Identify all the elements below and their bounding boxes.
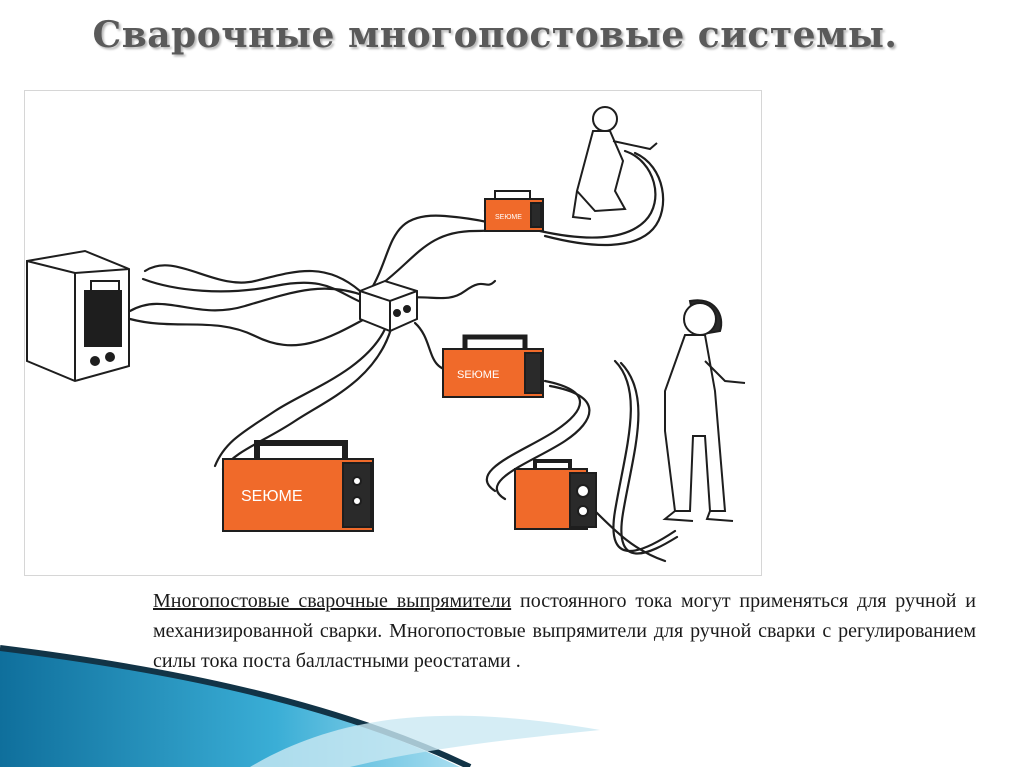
description-paragraph: Многопостовые сварочные выпрямители пост… [153,586,976,676]
welding-unit-small: SEЮMЕ [484,190,544,232]
underlined-term: Многопостовые сварочные выпрямители [153,590,512,612]
welding-unit-wire-feeder [514,459,597,530]
welding-unit-medium: SEЮMЕ [442,334,544,398]
slide-title: Сварочные многопостовые системы. [92,14,898,56]
welding-unit-large: SEЮMЕ [222,440,374,532]
svg-text:SEЮMЕ: SEЮMЕ [495,214,522,221]
kneeling-welder [571,106,658,220]
paragraph-body: постоянного тока могут применяться для р… [153,590,977,672]
welding-illustration: SEЮMЕ SEЮMЕ SEЮMЕ [24,90,762,576]
main-label: SEЮMЕ [241,488,303,505]
unit-label: SEЮMЕ [457,369,499,381]
standing-welder [662,299,746,522]
distribution-box [359,279,418,333]
main-rectifier [26,249,130,383]
paragraph-end: . [515,650,521,672]
